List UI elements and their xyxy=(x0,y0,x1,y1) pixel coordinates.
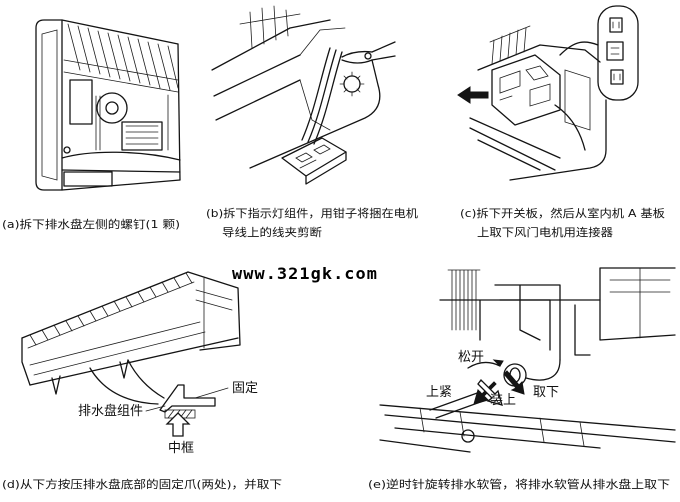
panel-d: 固定 排水盘组件 中框 (d)从下方按压排水盘底部的固定爪(两处)，并取下 xyxy=(2,271,282,491)
fan-motor-hub xyxy=(105,101,119,115)
fan-housing-block xyxy=(121,121,163,151)
leader-fixed xyxy=(194,387,229,399)
drain-pan-strips xyxy=(29,321,206,376)
unit-bottom-edge xyxy=(29,337,239,386)
drain-pan-edge xyxy=(61,151,181,161)
end-cap-outline xyxy=(35,19,63,191)
drain-pan-claw-right xyxy=(119,359,129,379)
heat-exchanger-fins xyxy=(63,23,179,93)
housing-top-line xyxy=(211,19,331,71)
remove-direction-arrow-icon xyxy=(457,86,489,104)
housing-right-side xyxy=(509,99,607,181)
unit-side-panel xyxy=(299,27,346,131)
drain-hose xyxy=(525,359,561,381)
panel-e-drain-hose-drawing xyxy=(379,267,676,453)
site-watermark: www.321gk.com xyxy=(232,264,378,283)
panel-b-caption-line-1: (b)拆下指示灯组件，用钳子将捆在电机 xyxy=(206,206,418,220)
housing-middle-line xyxy=(213,54,301,97)
remove-arrow-icon xyxy=(503,370,525,395)
switch-board xyxy=(491,54,561,126)
panel-a-caption: (a)拆下排水盘左侧的螺钉(1 颗) xyxy=(2,217,180,231)
pliers-jaws xyxy=(341,50,373,64)
drain-pan-claw-left xyxy=(51,375,61,395)
indicator-board-edge xyxy=(305,151,347,185)
pcb-base-outline xyxy=(564,69,591,131)
rail-cross-ties xyxy=(419,407,585,447)
pipe-fitting xyxy=(461,429,475,443)
right-housing-block xyxy=(599,267,676,341)
vertical-struts xyxy=(95,94,169,151)
panel-e-caption: (e)逆时针旋转排水软管，将排水软管从排水盘上取下 xyxy=(368,477,670,491)
pliers-pivot xyxy=(364,52,372,60)
panel-c: (c)拆下开关板，然后从室内机 A 基板 上取下风门电机用连接器 xyxy=(457,5,665,239)
motor-lead-wires xyxy=(301,47,343,145)
unit-top-edge xyxy=(21,271,189,339)
panel-b-caption-line-2: 导线上的线夹剪断 xyxy=(222,225,322,239)
panel-d-caption: (d)从下方按压排水盘底部的固定爪(两处)，并取下 xyxy=(2,477,282,491)
label-middle-frame: 中框 xyxy=(168,441,194,456)
connector-cable xyxy=(554,41,599,151)
connector-pins xyxy=(610,21,621,81)
indicator-board-components xyxy=(295,144,331,169)
housing-top-edge xyxy=(61,19,179,45)
connector-detail-inset xyxy=(597,5,639,101)
panel-c-switch-board-drawing xyxy=(457,5,639,181)
unit-right-cap-detail xyxy=(195,277,233,349)
fan-housing-ribs xyxy=(125,125,159,145)
pipe-work xyxy=(494,284,591,361)
label-attach: 装上 xyxy=(490,393,516,408)
panel-e: 松开 上紧 装上 取下 (e)逆时针旋转排水软管，将排水软管从排水盘上取下 xyxy=(368,267,676,491)
loosen-arrowhead-icon xyxy=(492,359,504,367)
housing-bottom-edge xyxy=(61,179,181,191)
unit-right-cap xyxy=(187,271,241,351)
label-fixed: 固定 xyxy=(232,381,258,396)
claw-hook-detail xyxy=(159,384,216,413)
tighten-arrow-icon xyxy=(473,381,497,405)
unit-bottom-curve xyxy=(249,59,381,169)
panel-a: (a)拆下排水盘左侧的螺钉(1 颗) xyxy=(2,19,181,231)
lower-pipe xyxy=(429,391,487,419)
loosen-rotation-arrow-icon xyxy=(467,361,501,369)
label-drain-pan-assembly: 排水盘组件 xyxy=(78,403,143,419)
pipes xyxy=(469,117,561,171)
housing-right-edge xyxy=(177,43,181,181)
detail-pointer-lines xyxy=(89,359,165,405)
connector-upper xyxy=(609,17,623,33)
leader-drain-pan-assembly xyxy=(145,405,166,412)
fan-motor xyxy=(96,92,128,124)
pliers-handles xyxy=(371,41,396,61)
panel-b-indicator-assembly-drawing xyxy=(211,5,396,185)
panel-c-caption-line-2: 上取下风门电机用连接器 xyxy=(477,225,613,239)
grille-ticks xyxy=(29,272,193,346)
panel-c-caption-line-1: (c)拆下开关板，然后从室内机 A 基板 xyxy=(460,206,665,220)
panel-b: (b)拆下指示灯组件，用钳子将捆在电机 导线上的线夹剪断 xyxy=(206,5,418,239)
end-cap-inner xyxy=(41,29,58,181)
drain-pan-bottom xyxy=(61,169,181,173)
connector-lower xyxy=(610,69,624,85)
push-up-arrow-icon xyxy=(165,412,191,437)
panel-a-indoor-unit-drawing xyxy=(35,19,181,191)
label-remove: 取下 xyxy=(533,385,559,400)
label-tighten: 上紧 xyxy=(426,385,452,400)
switch-board-components xyxy=(499,65,551,107)
label-loosen: 松开 xyxy=(458,350,484,365)
housing-top xyxy=(477,44,601,71)
wire-clamp-teeth xyxy=(339,71,365,97)
right-housing-detail xyxy=(609,267,671,339)
bottom-frame-block xyxy=(63,171,113,187)
panel-d-drain-pan-drawing xyxy=(21,271,241,437)
motor-bracket xyxy=(69,79,93,125)
attach-arrow-icon xyxy=(477,379,503,406)
housing-lower-line xyxy=(215,79,301,121)
housing-fins xyxy=(489,25,531,65)
unit-inner-edge xyxy=(27,281,195,349)
connector-middle xyxy=(606,41,624,61)
unit-left-end xyxy=(21,337,31,386)
screw-icon xyxy=(63,146,71,154)
base-rails xyxy=(379,404,676,453)
frame-posts xyxy=(239,5,301,49)
